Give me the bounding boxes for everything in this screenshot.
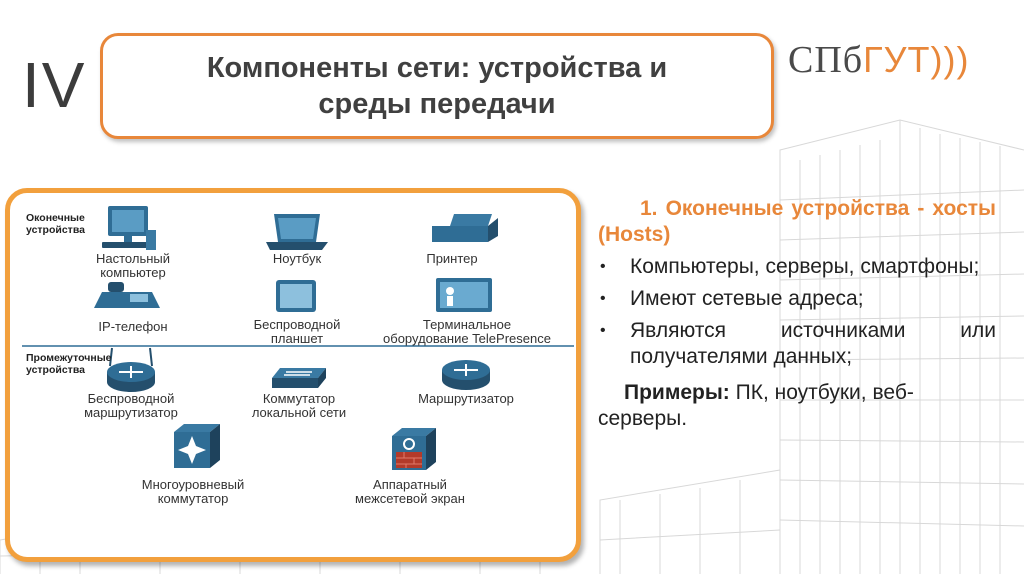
label-telepresence: Терминальное оборудование TelePresence [383,317,551,346]
bullet-dot-icon: • [600,290,606,307]
label-multilayer-switch: Многоуровневый коммутатор [141,477,245,506]
examples-label: Примеры: [624,381,730,404]
router-icon [442,360,490,390]
title-box: Компоненты сети: устройства и среды пере… [100,33,774,139]
logo-text-gut: ГУТ))) [863,39,970,80]
label-router: Маршрутизатор [418,391,514,406]
telepresence-icon [436,278,492,312]
devices-figure: Оконечные устройства Промежуточные устро… [22,196,574,524]
examples-text: ПК, ноутбуки, веб-серверы. [598,381,914,430]
category-intermediate-devices: Промежуточные устройства [26,352,112,376]
label-tablet: Беспроводной планшет [253,317,341,346]
printer-icon [432,214,498,242]
slide-title: Компоненты сети: устройства и среды пере… [206,52,668,120]
section-roman-numeral: IV [22,49,87,121]
devices-figure-art [22,206,574,470]
section-heading: 1. Оконечные устройства - хосты (Hosts) [598,197,996,246]
desktop-computer-icon [102,206,156,250]
tablet-icon [276,280,316,312]
lan-switch-icon [272,368,326,388]
bullet-item: • Имеют сетевые адреса; [598,286,996,312]
examples-paragraph: Примеры: ПК, ноутбуки, веб-серверы. [598,380,996,432]
bullet-item: • Компьютеры, серверы, смартфоны; [598,254,996,280]
bullet-text: Компьютеры, серверы, смартфоны; [630,255,980,278]
label-desktop: Настольный компьютер [95,251,170,280]
ip-phone-icon [94,282,160,308]
university-logo: СПбГУТ))) [788,38,969,82]
multilayer-switch-icon [174,424,220,468]
label-lan-switch: Коммутатор локальной сети [251,391,347,420]
label-wireless-router: Беспроводной маршрутизатор [84,391,178,420]
label-printer: Принтер [426,251,478,266]
category-end-devices: Оконечные устройства [26,212,85,236]
bullet-dot-icon: • [600,322,606,339]
label-laptop: Ноутбук [272,251,322,266]
text-content: 1. Оконечные устройства - хосты (Hosts) … [598,196,996,432]
bullet-item: • Являются источниками или получателями … [598,318,996,370]
logo-text-spb: СПб [788,39,864,81]
bullet-text: Имеют сетевые адреса; [630,287,864,310]
label-ip-phone: IP-телефон [98,319,168,334]
bullet-text: Являются источниками или получателями да… [630,319,996,368]
firewall-icon [392,428,436,470]
label-firewall: Аппаратный межсетевой экран [355,477,465,506]
wireless-router-icon [107,347,155,392]
bullet-dot-icon: • [600,258,606,275]
laptop-icon [266,214,328,250]
